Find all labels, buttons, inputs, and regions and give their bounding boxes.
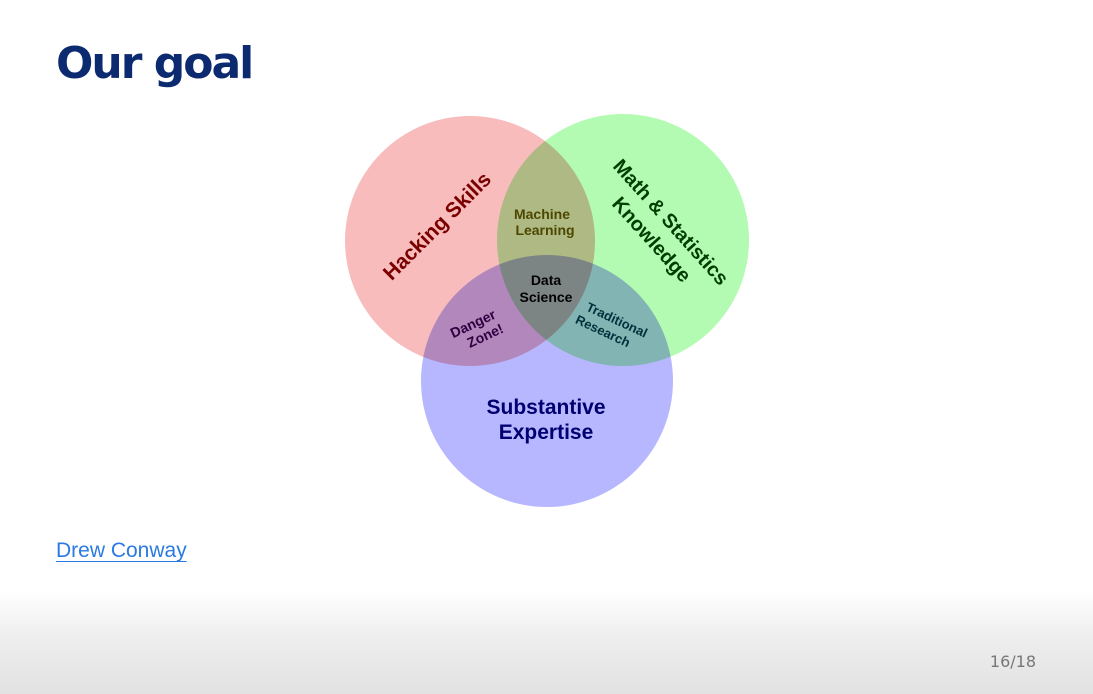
data-science-label-line2: Science [520,289,573,305]
footer-band [0,590,1093,694]
substantive-label: Substantive [486,396,605,419]
data-science-label-line1: Data [531,272,562,288]
substantive-expertise-circle [421,255,673,507]
slide-title: Our goal [56,38,254,89]
page-number: 16/18 [989,652,1036,671]
expertise-label: Expertise [499,421,594,444]
machine-learning-label-line2: Learning [515,222,574,238]
drew-conway-link[interactable]: Drew Conway [56,539,187,562]
machine-learning-label-line1: Machine [514,206,570,222]
venn-diagram: Hacking Skills Math & Statistics Knowled… [345,114,749,507]
